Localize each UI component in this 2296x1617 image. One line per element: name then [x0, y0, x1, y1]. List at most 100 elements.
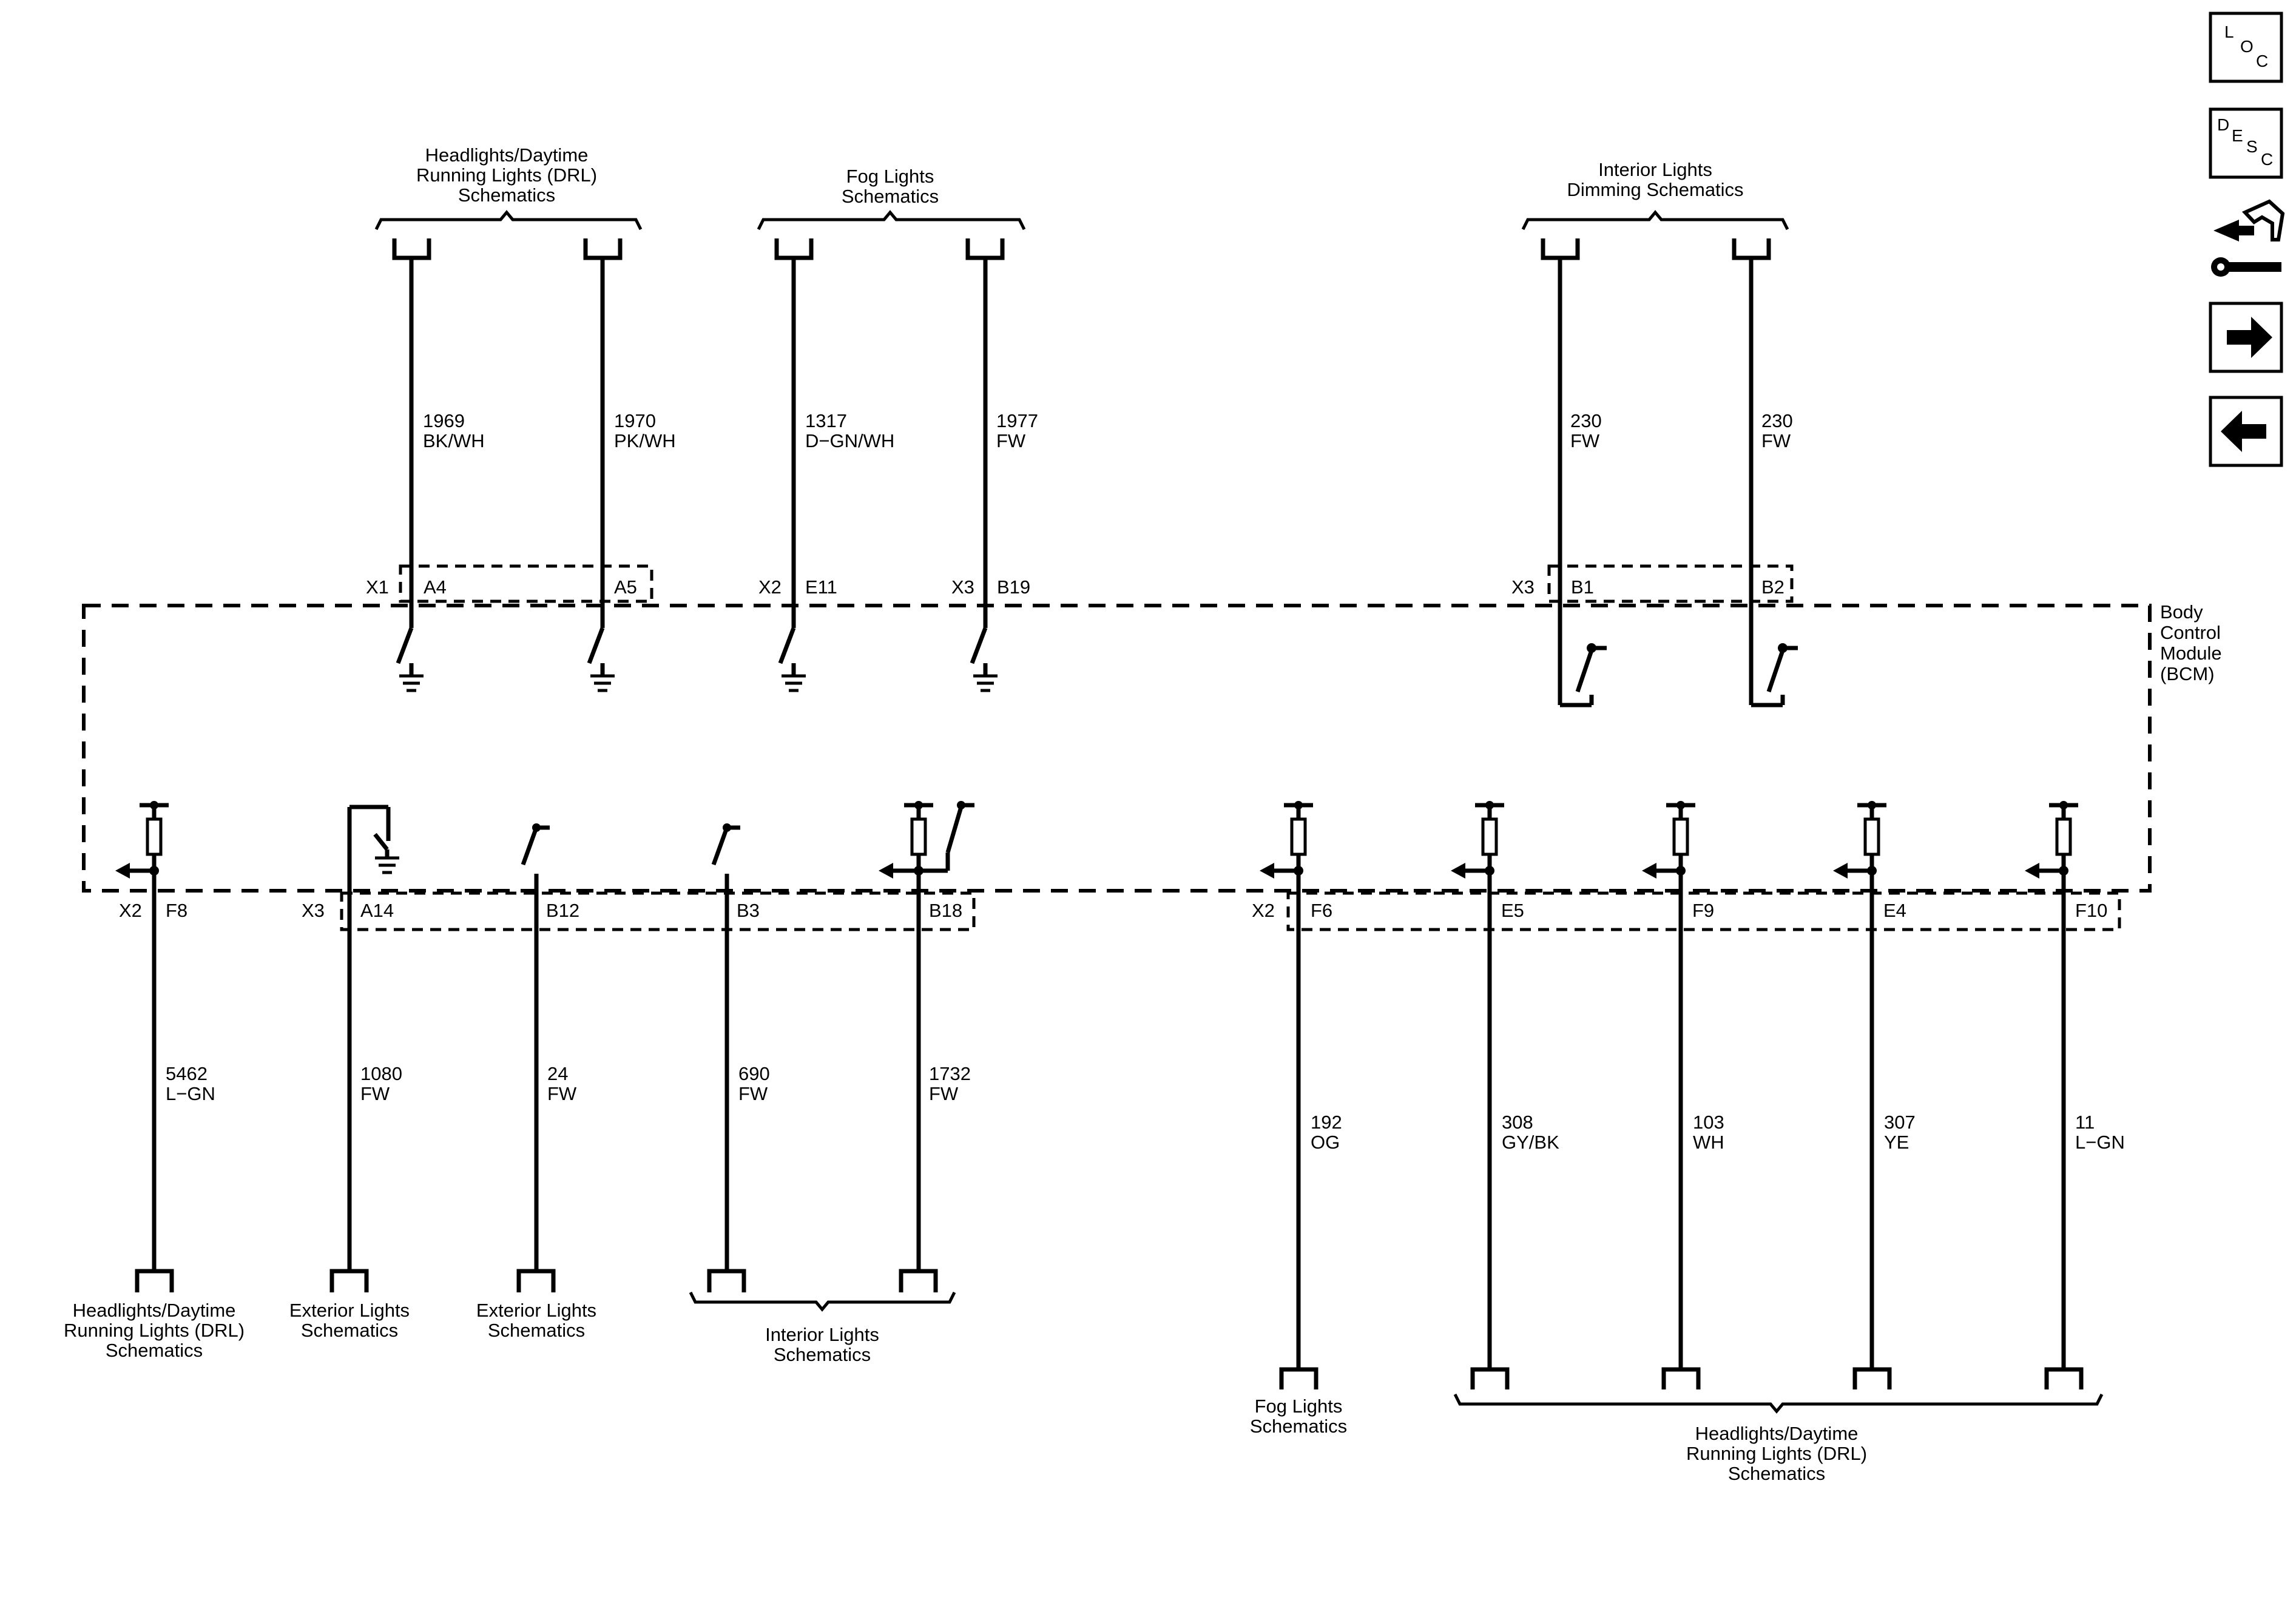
bottom-wire-192: 192 OG F6 X2	[1252, 801, 1342, 1389]
svg-text:FW: FW	[360, 1083, 390, 1104]
svg-text:Schematics: Schematics	[774, 1344, 871, 1365]
svg-text:Schematics: Schematics	[301, 1320, 398, 1341]
svg-text:24: 24	[547, 1063, 568, 1084]
svg-text:5462: 5462	[166, 1063, 208, 1084]
bcm-label: Body Control Module (BCM)	[2160, 601, 2222, 684]
top-wire-1969: 1969 BK/WH A4 X1	[366, 238, 485, 692]
bottom-wire-5462: 5462 L−GN F8 X2	[115, 801, 215, 1292]
svg-text:X3: X3	[302, 900, 325, 921]
svg-text:X3: X3	[951, 576, 974, 598]
svg-text:L−GN: L−GN	[166, 1083, 215, 1104]
svg-text:X2: X2	[1252, 900, 1275, 921]
top-wire-1977: 1977 FW B19 X3	[951, 238, 1038, 692]
svg-text:YE: YE	[1884, 1132, 1909, 1153]
svg-text:X2: X2	[758, 576, 782, 598]
bottom-wire-690: 690 FW B3	[707, 823, 770, 1292]
svg-text:C: C	[2261, 150, 2273, 169]
svg-text:Running Lights (DRL): Running Lights (DRL)	[64, 1320, 245, 1341]
svg-text:FW: FW	[996, 430, 1026, 451]
svg-text:E: E	[2232, 126, 2243, 145]
bottom-wire-308: 308 GY/BK E5	[1451, 801, 1559, 1389]
svg-text:1732: 1732	[929, 1063, 971, 1084]
svg-text:GY/BK: GY/BK	[1502, 1132, 1559, 1153]
svg-text:FW: FW	[738, 1083, 768, 1104]
svg-text:X2: X2	[119, 900, 142, 921]
svg-text:BK/WH: BK/WH	[423, 430, 485, 451]
svg-text:B2: B2	[1761, 576, 1784, 598]
bottom-wire-11: 11 L−GN F10	[2025, 801, 2125, 1389]
loc-button[interactable]: L O C	[2209, 12, 2283, 83]
top-wire-1317: 1317 D−GN/WH E11 X2	[758, 238, 894, 692]
top-group-headlights: Headlights/Daytime Running Lights (DRL) …	[374, 144, 643, 231]
svg-text:C: C	[2256, 52, 2268, 70]
svg-text:D: D	[2217, 115, 2229, 134]
svg-text:Schematics: Schematics	[1728, 1463, 1825, 1484]
svg-text:A5: A5	[614, 576, 637, 598]
svg-text:308: 308	[1502, 1112, 1533, 1133]
svg-text:1317: 1317	[805, 410, 847, 431]
svg-text:B18: B18	[929, 900, 962, 921]
svg-text:Running Lights (DRL): Running Lights (DRL)	[1686, 1443, 1867, 1464]
bottom-wire-1080: 1080 FW A14 X3	[302, 805, 402, 1292]
connector-tool-icon[interactable]	[2211, 199, 2285, 277]
svg-text:B12: B12	[546, 900, 579, 921]
svg-text:Schematics: Schematics	[458, 184, 555, 206]
svg-text:B3: B3	[737, 900, 760, 921]
svg-text:B1: B1	[1571, 576, 1594, 598]
svg-text:Control: Control	[2160, 622, 2221, 643]
svg-text:OG: OG	[1311, 1132, 1340, 1153]
svg-text:Fog Lights: Fog Lights	[1255, 1396, 1343, 1417]
group-brace	[1453, 1393, 2104, 1414]
bottom-wire-103: 103 WH F9	[1642, 801, 1724, 1389]
group-brace	[757, 210, 1026, 231]
top-wire-1970: 1970 PK/WH A5	[583, 238, 676, 692]
svg-text:Running Lights (DRL): Running Lights (DRL)	[416, 164, 597, 186]
svg-text:230: 230	[1761, 410, 1793, 431]
dest-headlights-group: Headlights/Daytime Running Lights (DRL) …	[1453, 1393, 2104, 1484]
svg-text:D−GN/WH: D−GN/WH	[805, 430, 894, 451]
svg-text:230: 230	[1570, 410, 1602, 431]
svg-text:Schematics: Schematics	[488, 1320, 585, 1341]
top-wire-230-b1: 230 FW B1 X3	[1511, 238, 1607, 707]
svg-text:E4: E4	[1883, 900, 1906, 921]
svg-text:FW: FW	[1570, 430, 1600, 451]
svg-text:1969: 1969	[423, 410, 465, 431]
group-brace	[374, 210, 643, 231]
svg-text:Interior Lights: Interior Lights	[1598, 159, 1712, 180]
desc-button[interactable]: D E S C	[2209, 107, 2283, 179]
svg-text:1080: 1080	[360, 1063, 402, 1084]
svg-text:L: L	[2224, 22, 2234, 41]
svg-text:Dimming Schematics: Dimming Schematics	[1567, 179, 1743, 200]
svg-text:1970: 1970	[614, 410, 656, 431]
dest-exterior-lights-2: Exterior Lights Schematics	[476, 1300, 596, 1341]
svg-text:A4: A4	[424, 576, 447, 598]
svg-text:Schematics: Schematics	[1250, 1416, 1347, 1437]
connector-x3-top-box	[1547, 564, 1794, 603]
connector-x3-bottom-box	[340, 891, 976, 931]
svg-text:(BCM): (BCM)	[2160, 663, 2215, 684]
bottom-wire-307: 307 YE E4	[1833, 801, 1916, 1389]
dest-interior-lights: Interior Lights Schematics	[689, 1291, 956, 1365]
svg-text:192: 192	[1311, 1112, 1342, 1133]
group-brace	[1521, 210, 1789, 231]
svg-text:B19: B19	[997, 576, 1030, 598]
bottom-wire-24: 24 FW B12	[516, 823, 579, 1292]
svg-text:F9: F9	[1692, 900, 1714, 921]
dest-fog-lights: Fog Lights Schematics	[1250, 1396, 1347, 1437]
svg-text:Interior Lights: Interior Lights	[765, 1324, 879, 1345]
svg-text:X1: X1	[366, 576, 389, 598]
svg-text:PK/WH: PK/WH	[614, 430, 676, 451]
svg-text:WH: WH	[1693, 1132, 1724, 1153]
svg-text:O: O	[2240, 37, 2254, 56]
connector-x2-bottom-box	[1286, 891, 2121, 931]
svg-text:F8: F8	[166, 900, 187, 921]
svg-text:Body: Body	[2160, 601, 2203, 623]
svg-text:FW: FW	[547, 1083, 577, 1104]
arrow-left-icon[interactable]	[2209, 396, 2283, 467]
top-group-interior-dimming: Interior Lights Dimming Schematics	[1521, 159, 1789, 231]
svg-text:Headlights/Daytime: Headlights/Daytime	[1695, 1423, 1859, 1444]
bottom-wire-1732: 1732 FW B18	[879, 801, 974, 1292]
svg-text:S: S	[2246, 137, 2258, 156]
arrow-right-icon[interactable]	[2209, 302, 2283, 373]
